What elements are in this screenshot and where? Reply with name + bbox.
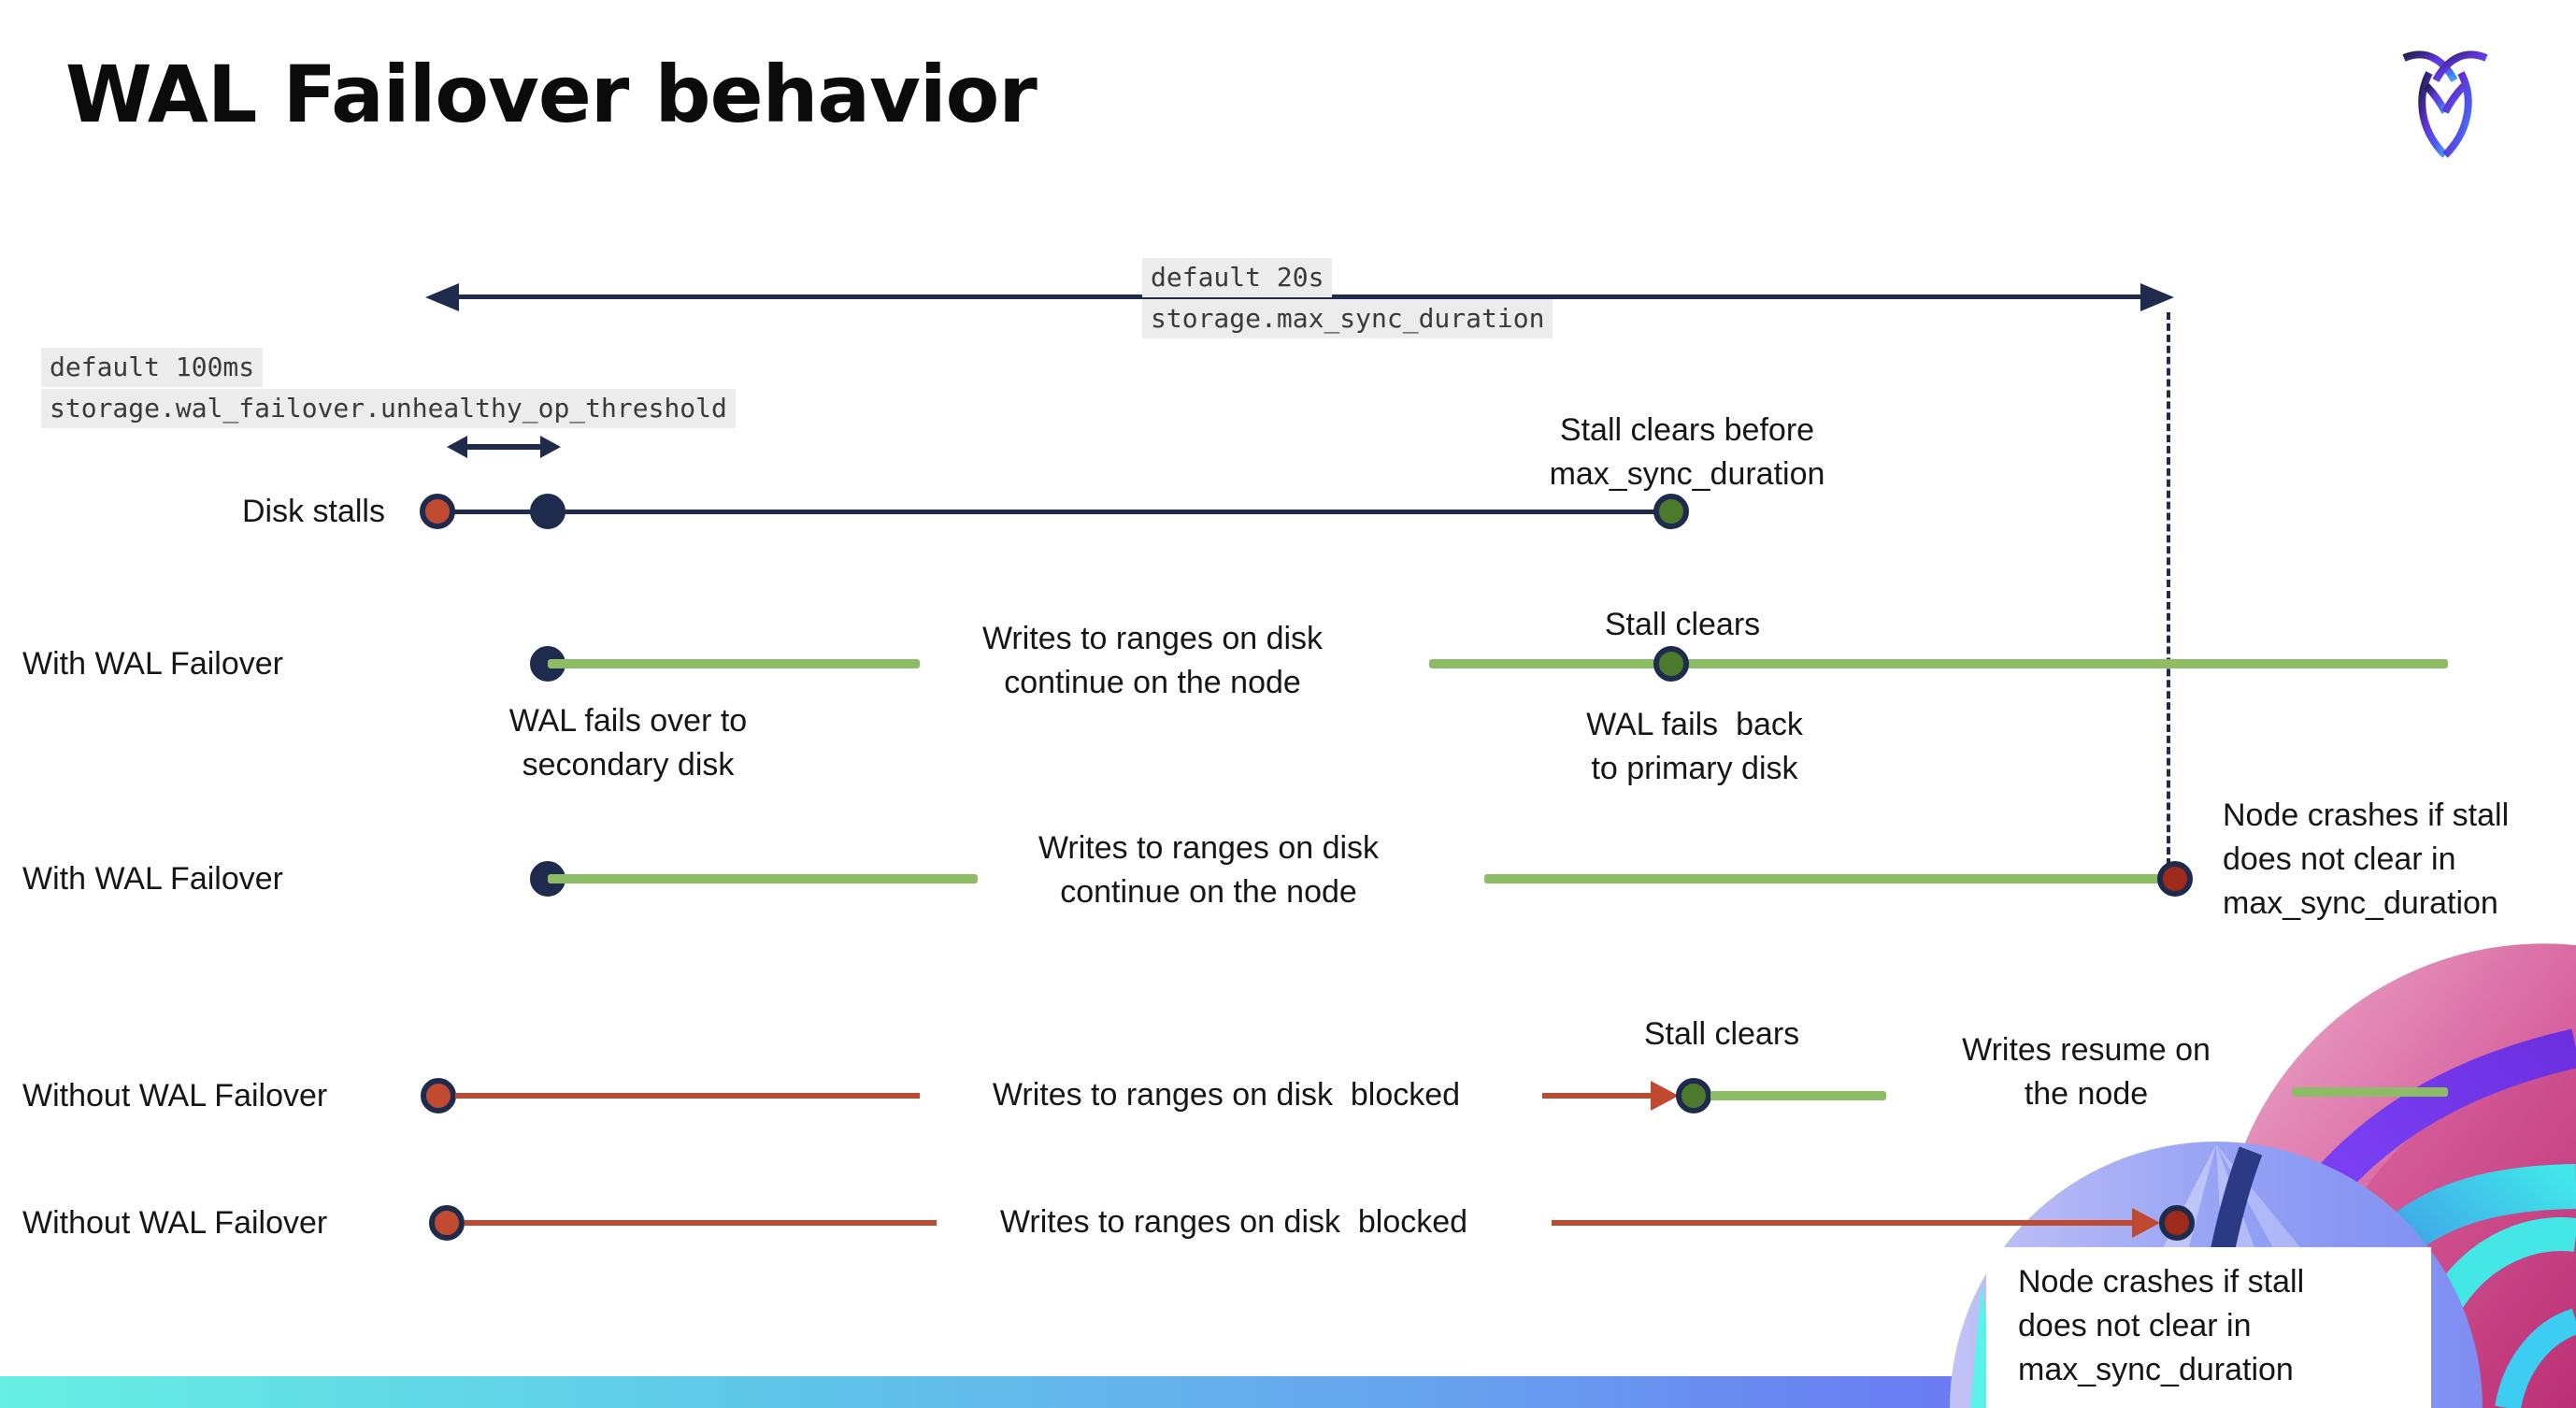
note-node-crashes-1: Node crashes if stall does not clear in …	[2223, 797, 2510, 921]
note-stall-clears-1: Stall clears	[1604, 607, 1761, 642]
writes-resume-line-a	[1710, 1091, 1886, 1100]
stall-start-dot-4	[429, 1205, 465, 1241]
row-label-without-wal-failover-1: Without WAL Failover	[22, 1078, 328, 1113]
cockroachdb-logo-icon	[2402, 50, 2488, 158]
max-sync-dashed-connector	[2167, 312, 2170, 866]
note-writes-resume: Writes resume on the node	[1962, 1032, 2211, 1112]
disk-stall-timeline	[437, 510, 1671, 514]
writes-resume-line-b	[2292, 1087, 2448, 1097]
stall-clear-dot-2	[1653, 646, 1689, 682]
row-label-without-wal-failover-2: Without WAL Failover	[22, 1205, 328, 1241]
failover-threshold-dot	[530, 494, 565, 529]
note-writes-continue-2: Writes to ranges on disk continue on the…	[1038, 830, 1380, 910]
row-label-with-wal-failover-1: With WAL Failover	[22, 646, 283, 682]
writes-blocked-line-1b	[1542, 1093, 1654, 1099]
note-node-crashes-2: Node crashes if stall does not clear in …	[2018, 1264, 2305, 1387]
node-crash-dot-1	[2157, 861, 2193, 897]
red-arrowhead-icon-1	[1651, 1081, 1679, 1111]
arrowhead-right-icon	[2140, 283, 2174, 311]
note-writes-blocked-2: Writes to ranges on disk blocked	[999, 1204, 1468, 1240]
stall-clear-dot-3	[1676, 1078, 1711, 1113]
writes-continue-line-2b	[1484, 874, 2173, 884]
note-stall-clears-2: Stall clears	[1643, 1016, 1800, 1052]
writes-continue-line-1a	[548, 659, 920, 668]
unhealthy-op-arrow	[465, 444, 542, 450]
row-label-disk-stalls: Disk stalls	[241, 494, 385, 529]
mini-arrowhead-right-icon	[540, 436, 561, 458]
writes-continue-line-1b	[1429, 659, 2448, 668]
note-stall-clears-before: Stall clears before max_sync_duration	[1549, 412, 1825, 492]
unhealthy-op-setting-name: storage.wal_failover.unhealthy_op_thresh…	[41, 389, 736, 428]
note-wal-fails-back: WAL fails back to primary disk	[1586, 707, 1803, 786]
writes-blocked-line-1a	[455, 1093, 920, 1099]
crash-note-box: Node crashes if stall does not clear in …	[1986, 1247, 2431, 1408]
note-wal-fails-over: WAL fails over to secondary disk	[508, 703, 748, 783]
stall-start-dot-3	[421, 1078, 456, 1113]
max-sync-default-label: default 20s	[1142, 258, 1333, 297]
row-label-with-wal-failover-2: With WAL Failover	[22, 861, 283, 897]
mini-arrowhead-left-icon	[447, 436, 467, 458]
disk-stall-start-dot	[420, 494, 455, 529]
max-sync-setting-name: storage.max_sync_duration	[1142, 299, 1553, 338]
writes-blocked-line-2a	[465, 1220, 937, 1226]
unhealthy-op-default-label: default 100ms	[41, 348, 264, 387]
page-title: WAL Failover behavior	[65, 49, 1038, 140]
note-writes-blocked-1: Writes to ranges on disk blocked	[992, 1077, 1461, 1113]
arrowhead-left-icon	[425, 283, 459, 311]
note-writes-continue-1: Writes to ranges on disk continue on the…	[981, 621, 1324, 700]
red-arrowhead-icon-2	[2132, 1208, 2160, 1238]
stall-clear-dot	[1653, 494, 1689, 529]
writes-continue-line-2a	[548, 874, 978, 884]
writes-blocked-line-2b	[1552, 1220, 2136, 1226]
node-crash-dot-2	[2159, 1205, 2195, 1241]
